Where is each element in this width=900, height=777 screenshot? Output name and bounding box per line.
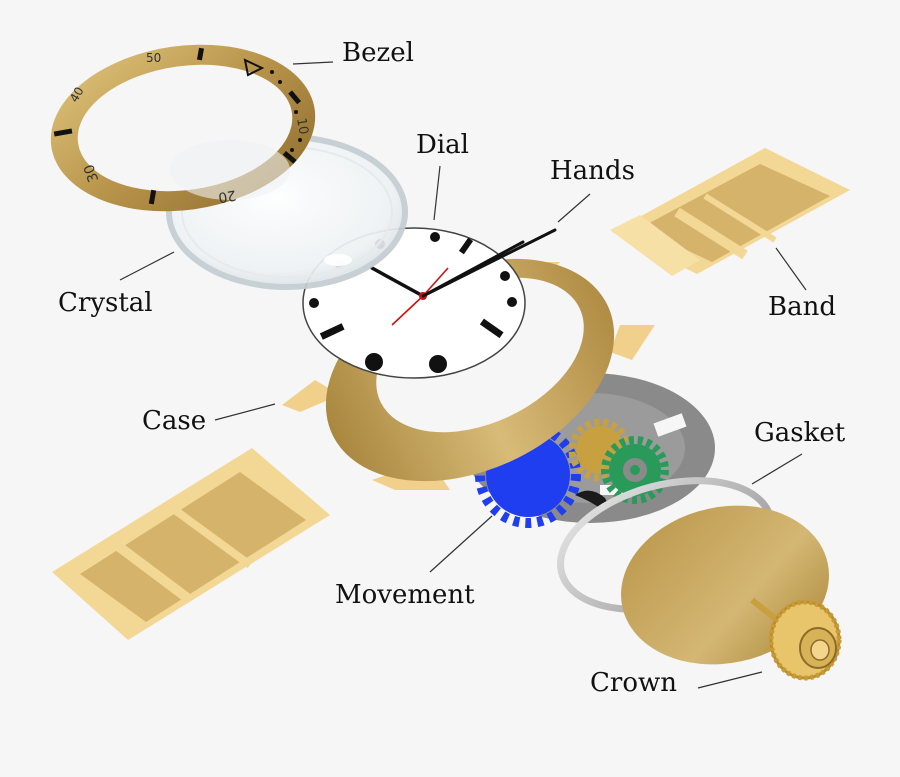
- label-hands: Hands: [550, 156, 635, 186]
- leader-case: [214, 403, 276, 421]
- leader-movement: [429, 515, 493, 573]
- leader-dial: [433, 165, 441, 221]
- crown: [750, 597, 842, 681]
- bezel-number-30: 30: [81, 162, 102, 184]
- label-crown: Crown: [590, 668, 677, 698]
- label-movement: Movement: [335, 580, 475, 610]
- leader-crystal: [119, 251, 175, 281]
- leader-band: [775, 247, 807, 291]
- label-bezel: Bezel: [342, 38, 414, 68]
- label-crystal: Crystal: [58, 288, 153, 318]
- leader-bezel: [292, 61, 334, 65]
- label-band: Band: [768, 292, 836, 322]
- bezel: 50 40 30 20 10: [50, 44, 316, 212]
- leader-hands: [557, 193, 591, 223]
- bezel-number-40: 40: [67, 84, 87, 104]
- label-gasket: Gasket: [754, 418, 846, 448]
- band-left-bottom: [52, 448, 330, 640]
- label-case: Case: [142, 406, 207, 436]
- gear-green: [601, 436, 669, 504]
- minute-hand: [421, 228, 557, 298]
- bezel-number-50: 50: [146, 51, 161, 65]
- band-right-top: [610, 148, 850, 276]
- leader-lines: [119, 61, 807, 689]
- label-dial: Dial: [416, 130, 469, 160]
- leader-gasket: [751, 453, 803, 485]
- bezel-number-10: 10: [293, 117, 311, 136]
- bezel-number-20: 20: [217, 186, 237, 205]
- leader-crown: [697, 671, 763, 689]
